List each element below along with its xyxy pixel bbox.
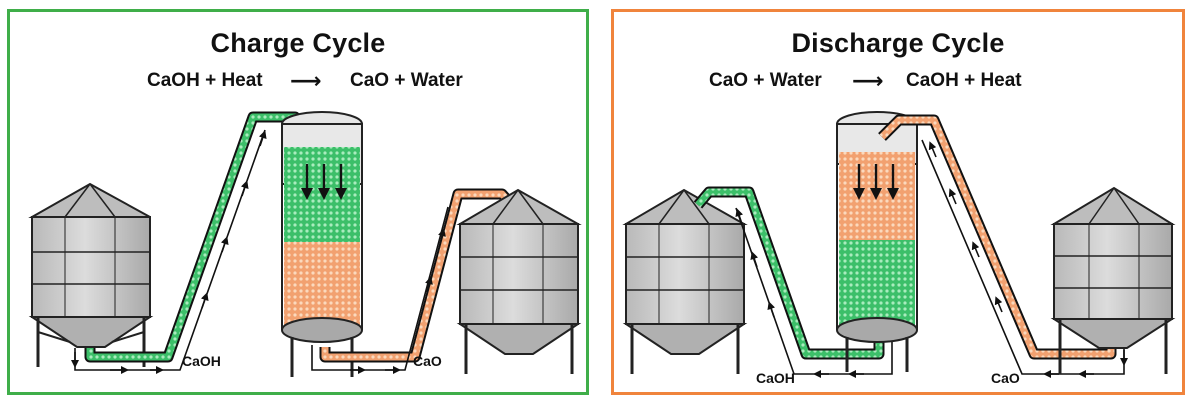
discharge-orange-conveyor — [878, 114, 1128, 378]
discharge-diagram: CaOH CaO — [622, 111, 1176, 386]
discharge-cao-label: CaO — [991, 370, 1020, 386]
charge-title: Charge Cycle — [210, 28, 386, 58]
charge-product: CaO + Water — [350, 70, 463, 91]
discharge-title: Discharge Cycle — [791, 28, 1005, 58]
charge-cycle-panel: Charge Cycle CaOH + Heat ⟶ CaO + Water — [7, 9, 589, 395]
discharge-caoh-label: CaOH — [756, 370, 795, 386]
charge-right-silo — [456, 188, 582, 374]
discharge-right-silo — [1050, 186, 1176, 374]
discharge-product: CaOH + Heat — [906, 70, 1022, 91]
charge-reaction-arrow-icon: ⟶ — [290, 68, 322, 93]
charge-diagram: CaOH CaO — [28, 111, 582, 377]
charge-cao-label: CaO — [413, 353, 442, 369]
discharge-left-silo — [622, 188, 748, 374]
charge-reactor-vessel — [281, 111, 363, 377]
charge-caoh-label: CaOH — [182, 353, 221, 369]
discharge-green-conveyor — [693, 186, 893, 378]
discharge-cycle-panel: Discharge Cycle CaO + Water ⟶ CaOH + Hea… — [611, 9, 1185, 395]
discharge-reactant: CaO + Water — [709, 70, 822, 91]
discharge-reaction-arrow-icon: ⟶ — [852, 68, 884, 93]
charge-left-silo — [28, 182, 154, 367]
charge-reactant: CaOH + Heat — [147, 70, 263, 91]
discharge-reactor-vessel — [836, 111, 918, 372]
charge-orange-conveyor — [311, 188, 517, 374]
